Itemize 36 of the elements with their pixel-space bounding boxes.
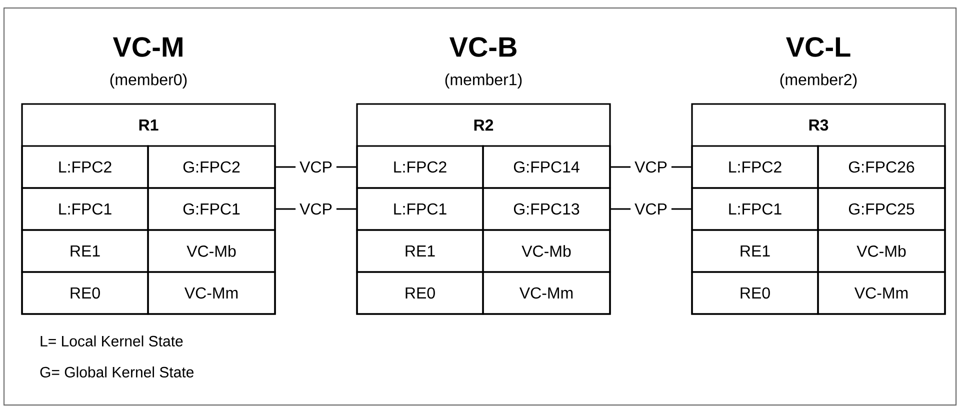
- table-cell: VC-Mb: [482, 229, 611, 273]
- table-cell: L:FPC2: [21, 145, 149, 189]
- table-cell: RE0: [21, 271, 149, 315]
- legend-note: G= Global Kernel State: [40, 366, 194, 378]
- edge-label: VCP: [630, 159, 672, 175]
- table-cell: G:FPC2: [147, 145, 276, 189]
- member-title: VC-M: [112, 37, 182, 57]
- legend-note: L= Local Kernel State: [40, 335, 183, 346]
- table-cell: VC-Mm: [482, 271, 611, 315]
- table-cell: L:FPC1: [691, 187, 819, 231]
- table-cell: VC-Mm: [817, 271, 946, 315]
- table-cell: RE1: [356, 229, 484, 273]
- table-cell: VC-Mb: [817, 229, 946, 273]
- table-cell: L:FPC1: [21, 187, 149, 231]
- member-title: VC-L: [786, 37, 850, 57]
- table-cell: G:FPC26: [817, 145, 946, 189]
- member-title: VC-B: [449, 37, 516, 57]
- table-cell: RE0: [691, 271, 819, 315]
- table-cell: G:FPC13: [482, 187, 611, 231]
- edge-label: VCP: [296, 201, 336, 217]
- table-cell: G:FPC1: [147, 187, 276, 231]
- table-cell: RE1: [21, 229, 149, 273]
- table-cell: L:FPC2: [356, 145, 484, 189]
- table-cell: L:FPC2: [691, 145, 819, 189]
- table-cell: VC-Mm: [147, 271, 276, 315]
- table-cell: VC-Mb: [147, 229, 276, 273]
- table-cell: G:FPC25: [817, 187, 946, 231]
- member-subtitle: (member0): [110, 74, 187, 88]
- table-cell: G:FPC14: [482, 145, 611, 189]
- edge-label: VCP: [296, 159, 336, 175]
- member-subtitle: (member1): [445, 74, 522, 88]
- table-cell: L:FPC1: [356, 187, 484, 231]
- edge-label: VCP: [630, 201, 672, 217]
- table-cell: RE0: [356, 271, 484, 315]
- table-cell: RE1: [691, 229, 819, 273]
- member-subtitle: (member2): [780, 74, 857, 88]
